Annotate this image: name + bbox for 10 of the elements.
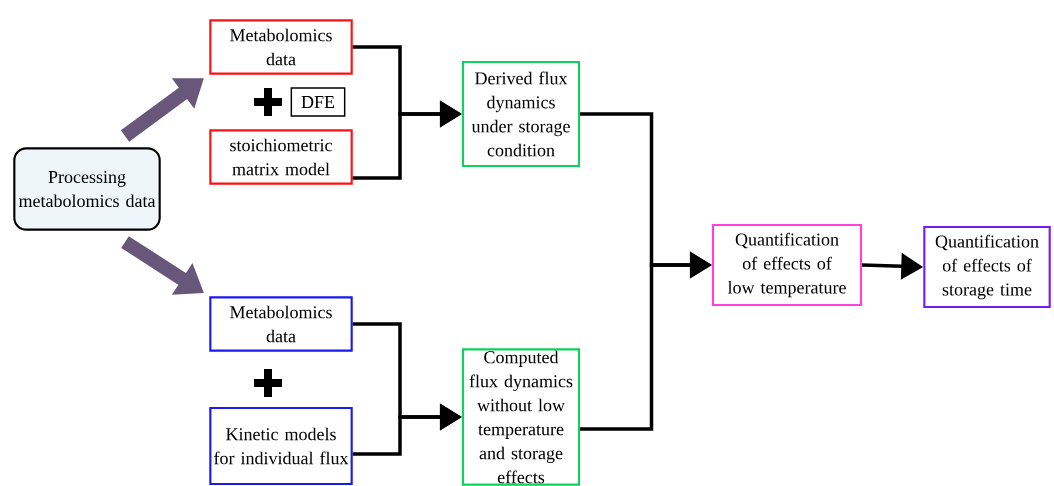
label-box: DFE	[290, 87, 346, 117]
process-box: Metabolomics data	[209, 296, 353, 352]
process-box: Derived flux dynamics under storage condition	[461, 60, 581, 168]
process-box: Kinetic models for individual flux	[209, 406, 353, 486]
process-box: Quantification of effects of storage time	[923, 225, 1051, 309]
process-box: Quantification of effects of low temperature	[711, 223, 863, 307]
process-box: Metabolomics data	[209, 19, 353, 75]
process-box: stoichiometric matrix model	[209, 129, 353, 185]
process-box: Processing metabolomics data	[13, 147, 161, 231]
process-box: Computed flux dynamics without low temperature and storage effects	[461, 348, 581, 486]
